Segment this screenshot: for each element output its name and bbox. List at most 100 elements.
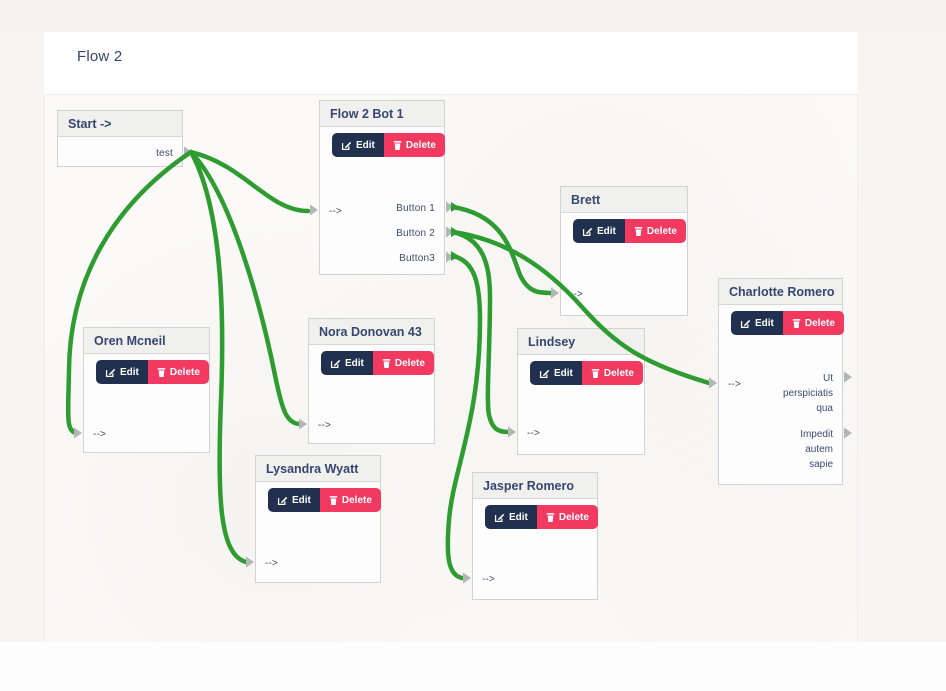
node-start[interactable]: Start ->test xyxy=(57,110,183,167)
output-port[interactable] xyxy=(446,201,454,213)
delete-button[interactable]: Delete xyxy=(319,488,381,512)
node-actions: Edit Delete xyxy=(731,311,844,335)
output-label: Button 1 xyxy=(396,202,435,214)
delete-button-label: Delete xyxy=(558,511,589,523)
delete-button[interactable]: Delete xyxy=(147,360,209,384)
delete-button[interactable]: Delete xyxy=(383,133,445,157)
input-port[interactable] xyxy=(299,418,307,430)
trash-icon xyxy=(157,367,166,377)
node-title: Flow 2 Bot 1 xyxy=(330,106,404,121)
edge-bot1-out3-to-jasper-in[interactable] xyxy=(445,253,483,581)
page-header: Flow 2 xyxy=(44,32,858,95)
input-row: --> xyxy=(265,554,278,572)
edit-button-label: Edit xyxy=(345,357,364,369)
edge-bot1-out1-to-brett-in[interactable] xyxy=(450,204,554,296)
delete-button[interactable]: Delete xyxy=(536,505,598,529)
output-port[interactable] xyxy=(446,251,454,263)
node-header[interactable]: Nora Donovan 43 xyxy=(309,319,434,345)
node-title: Lindsey xyxy=(528,334,576,349)
edge-start-test-to-nora-in[interactable] xyxy=(188,149,302,427)
delete-button[interactable]: Delete xyxy=(581,361,643,385)
input-row: --> xyxy=(527,424,540,442)
right-margin xyxy=(858,32,946,642)
edit-button[interactable]: Edit xyxy=(573,219,625,243)
node-header[interactable]: Lindsey xyxy=(518,329,644,355)
edit-button-label: Edit xyxy=(597,225,616,237)
node-header[interactable]: Jasper Romero xyxy=(473,473,597,499)
node-actions: Edit Delete xyxy=(485,505,598,529)
input-port[interactable] xyxy=(551,287,559,299)
delete-button[interactable]: Delete xyxy=(782,311,844,335)
output-row-1: Button 1 xyxy=(360,199,435,217)
edge-start-arrow[interactable] xyxy=(451,227,459,237)
edit-pencil-icon xyxy=(740,319,751,328)
output-port[interactable] xyxy=(844,427,852,439)
edit-button[interactable]: Edit xyxy=(268,488,320,512)
output-text-2: Impedit autem sapie xyxy=(800,429,833,470)
input-label: --> xyxy=(265,557,279,569)
edit-button[interactable]: Edit xyxy=(96,360,148,384)
edit-button[interactable]: Edit xyxy=(530,361,582,385)
trash-icon xyxy=(591,368,600,378)
trash-icon xyxy=(393,140,402,150)
trash-icon xyxy=(546,512,555,522)
output-label: Button3 xyxy=(399,252,435,264)
delete-button[interactable]: Delete xyxy=(372,351,434,375)
delete-button-label: Delete xyxy=(405,139,436,151)
edit-button[interactable]: Edit xyxy=(731,311,783,335)
delete-button-label: Delete xyxy=(169,366,200,378)
input-port[interactable] xyxy=(463,572,471,584)
input-label: --> xyxy=(329,205,343,217)
delete-button-label: Delete xyxy=(341,494,372,506)
edit-pencil-icon xyxy=(341,141,352,150)
edge-start-arrow[interactable] xyxy=(451,202,459,212)
edge-start-test-to-oren-in[interactable] xyxy=(65,149,194,436)
edge-bot1-out2-to-lindsey-in[interactable] xyxy=(450,229,511,435)
edit-button-label: Edit xyxy=(509,511,528,523)
trash-icon xyxy=(792,318,801,328)
node-header[interactable]: Start -> xyxy=(58,111,182,137)
input-port[interactable] xyxy=(246,556,254,568)
trash-icon xyxy=(634,226,643,236)
node-title: Nora Donovan 43 xyxy=(319,324,422,339)
edit-pencil-icon xyxy=(582,227,593,236)
input-port[interactable] xyxy=(310,204,318,216)
edit-button[interactable]: Edit xyxy=(485,505,537,529)
output-port[interactable] xyxy=(446,226,454,238)
edge-start-test-to-lysandra-in[interactable] xyxy=(188,149,249,565)
node-header[interactable]: Brett xyxy=(561,187,687,213)
page-title: Flow 2 xyxy=(77,48,123,65)
input-port[interactable] xyxy=(508,426,516,438)
delete-button[interactable]: Delete xyxy=(624,219,686,243)
edge-bot1-out2-to-charlotte-in[interactable] xyxy=(450,229,712,386)
input-port[interactable] xyxy=(709,377,717,389)
input-port[interactable] xyxy=(74,427,82,439)
node-header[interactable]: Lysandra Wyatt xyxy=(256,456,380,482)
edit-button-label: Edit xyxy=(755,317,774,329)
output-port[interactable] xyxy=(844,371,852,383)
input-row: --> xyxy=(728,375,741,393)
delete-button-label: Delete xyxy=(646,225,677,237)
node-actions: Edit Delete xyxy=(332,133,445,157)
node-title: Jasper Romero xyxy=(483,478,575,493)
node-header[interactable]: Charlotte Romero xyxy=(719,279,842,305)
node-header[interactable]: Flow 2 Bot 1 xyxy=(320,101,444,127)
edit-button[interactable]: Edit xyxy=(321,351,373,375)
top-margin xyxy=(0,0,946,32)
input-label: --> xyxy=(93,428,107,440)
edit-button[interactable]: Edit xyxy=(332,133,384,157)
edge-start-test-to-bot1-in[interactable] xyxy=(188,149,311,214)
node-header[interactable]: Oren Mcneil xyxy=(84,328,209,354)
output-row-3: Button3 xyxy=(360,249,435,267)
edge-start-arrow[interactable] xyxy=(451,251,459,261)
